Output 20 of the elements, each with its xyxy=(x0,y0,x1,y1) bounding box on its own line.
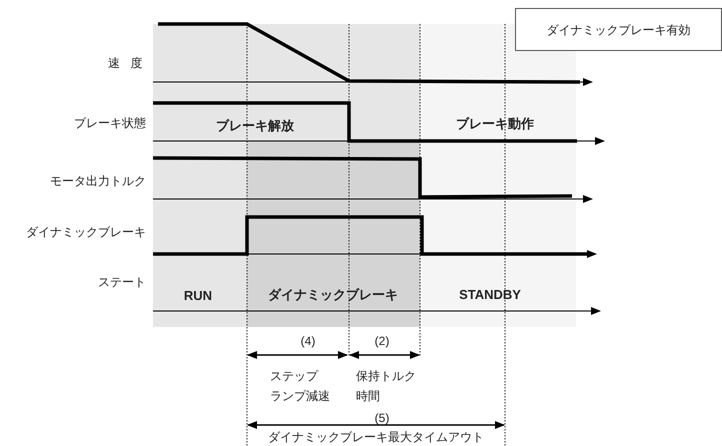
legend-box xyxy=(515,8,722,51)
dimension-label: ダイナミックブレーキ最大タイムアウト xyxy=(267,429,485,446)
dimension-label: 保持トルク xyxy=(356,368,417,385)
dimension-label: 時間 xyxy=(356,388,381,405)
legend-text: ダイナミックブレーキ有効 xyxy=(546,22,690,38)
dimension-label: ランプ減速 xyxy=(270,388,331,405)
state-label: RUN xyxy=(182,287,214,305)
region-label: ブレーキ動作 xyxy=(455,115,535,133)
dimension-label: (2) xyxy=(374,333,390,350)
state-label: ダイナミックブレーキ xyxy=(267,286,399,304)
row-label: ブレーキ状態 xyxy=(74,115,146,132)
dimension-label: (5) xyxy=(374,410,390,427)
dimension-label: (4) xyxy=(300,333,316,350)
state-label: STANDBY xyxy=(458,286,522,304)
row-label: 速 度 xyxy=(108,55,146,72)
region-label: ブレーキ解放 xyxy=(215,117,295,135)
row-label: ダイナミックブレーキ xyxy=(26,224,146,241)
row-label: ステート xyxy=(98,274,146,291)
dimension-label: ステップ xyxy=(270,368,320,385)
row-label: モータ出力トルク xyxy=(50,173,146,190)
